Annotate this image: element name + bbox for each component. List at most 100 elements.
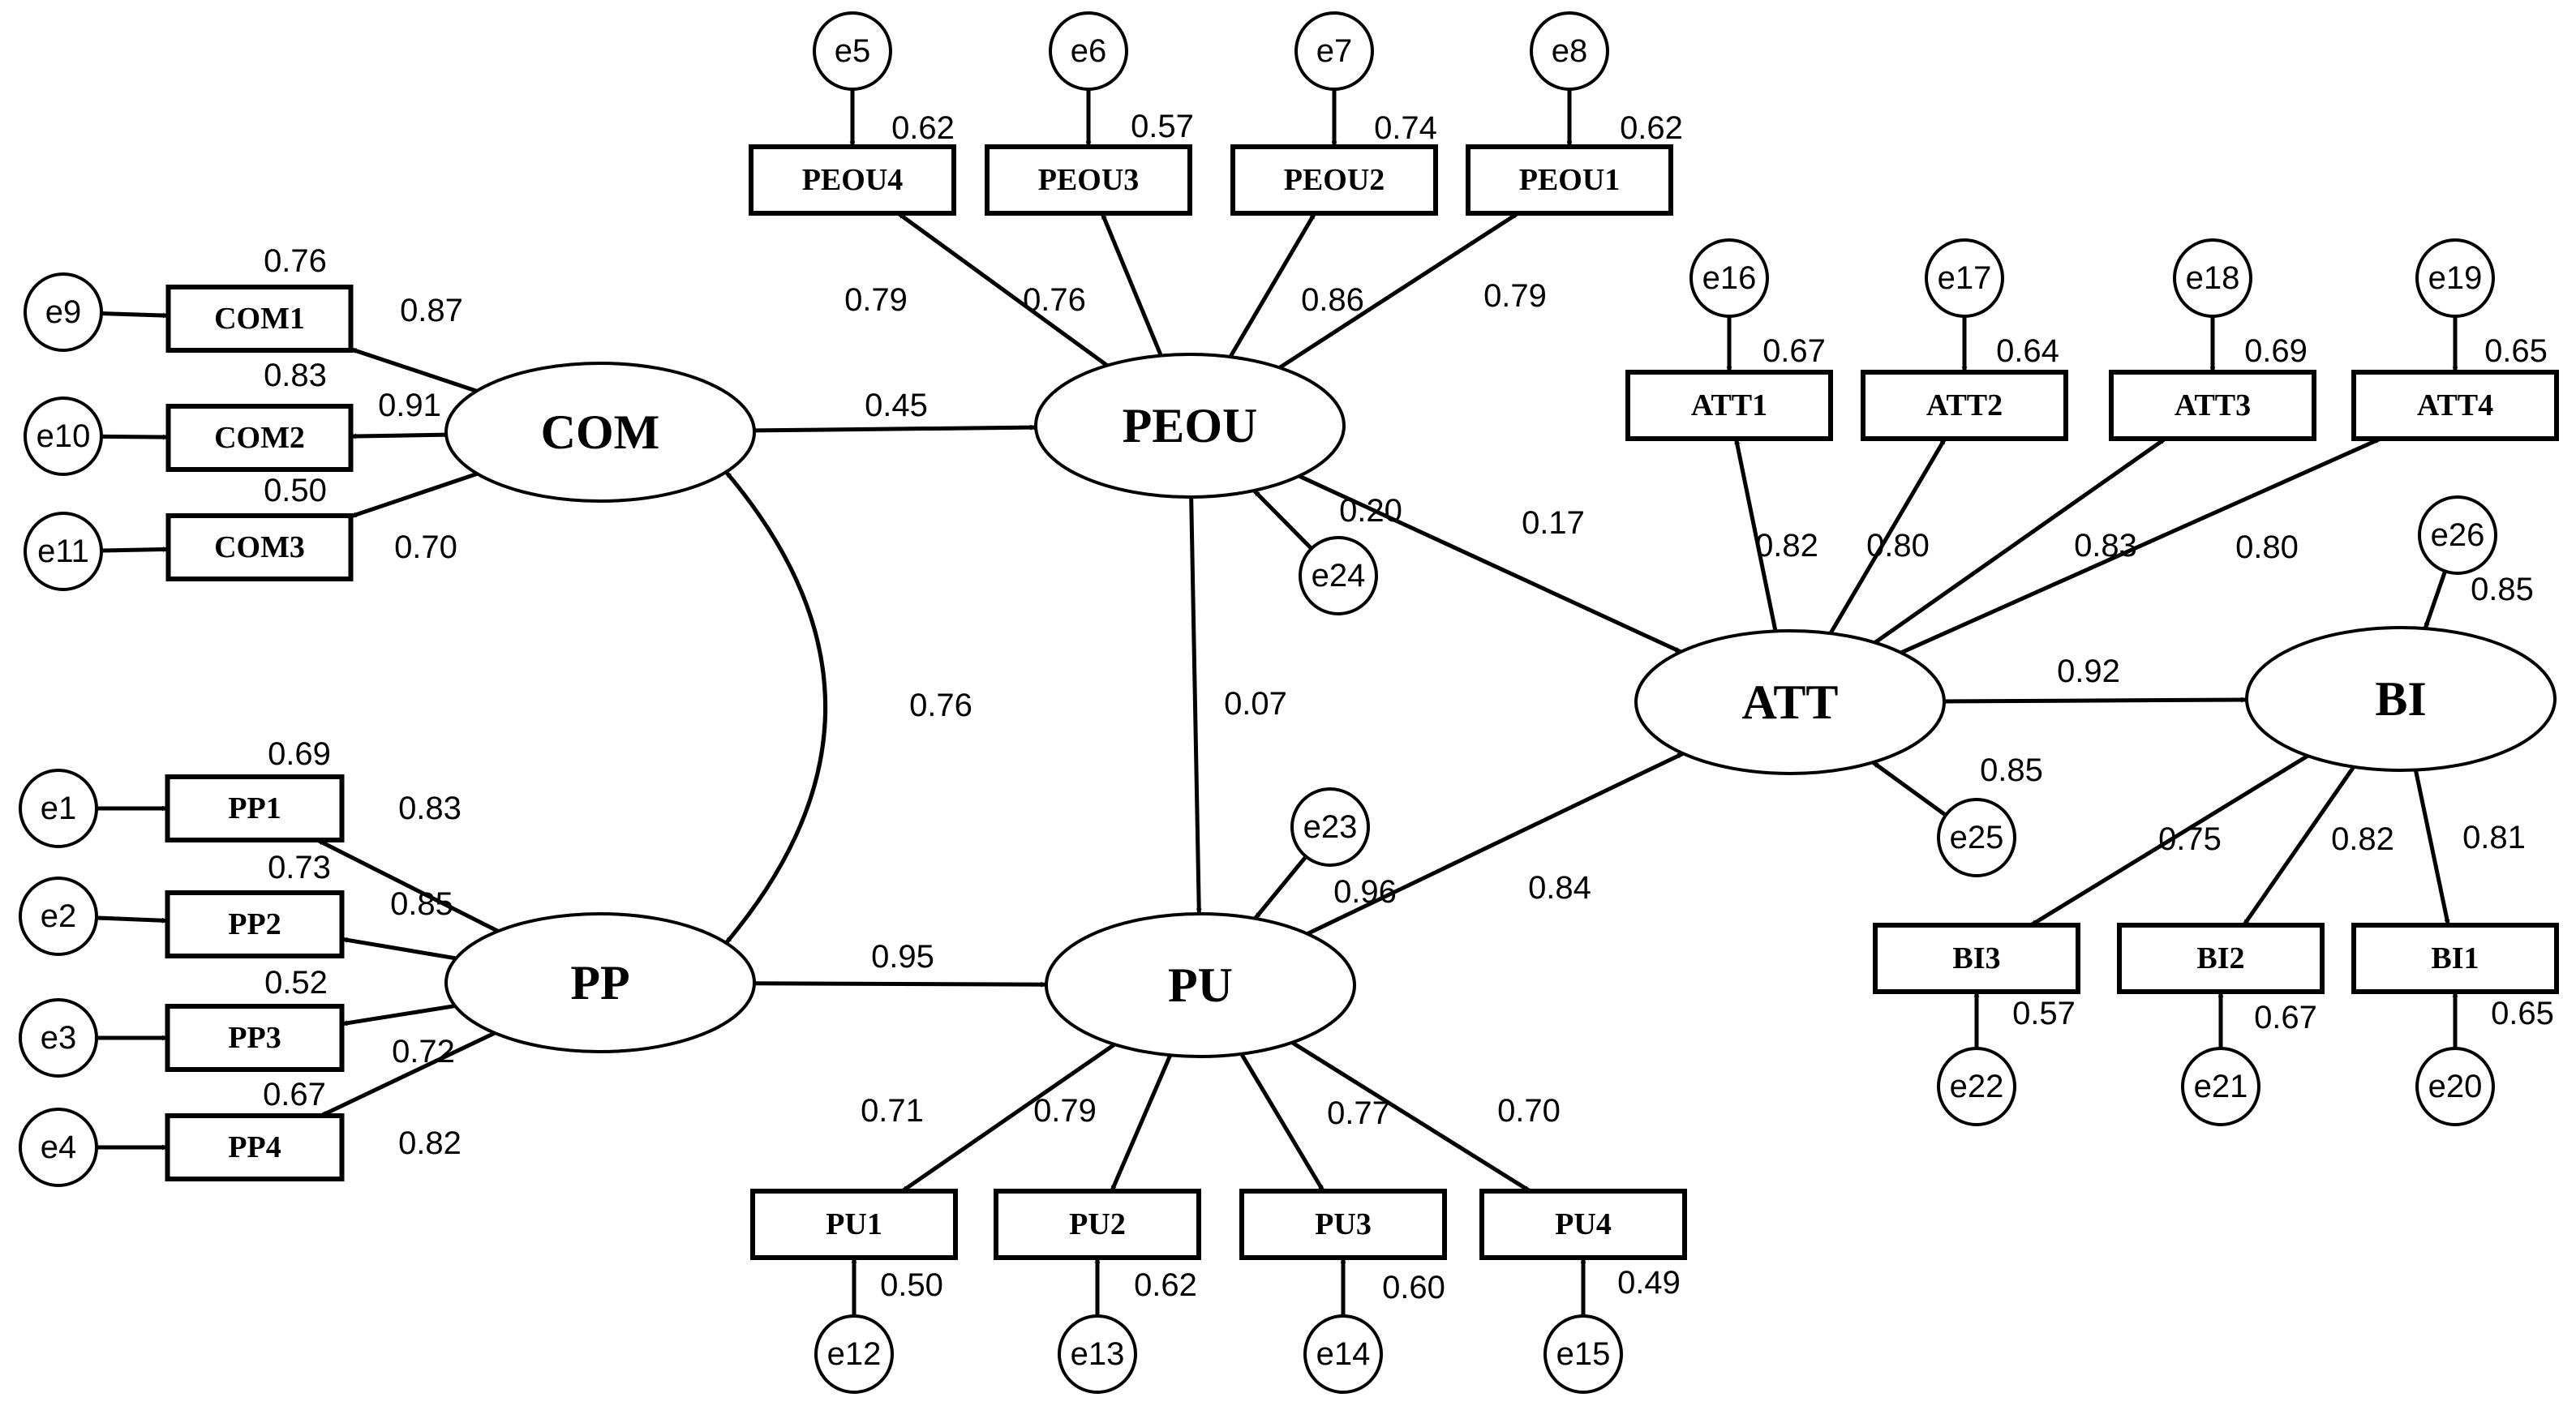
- indicator-pp3-box: [165, 1004, 345, 1072]
- loading-value-bi2: 0.82: [2331, 821, 2394, 857]
- indicator-peou3-box: [985, 144, 1192, 216]
- error-e16-circle: [1689, 238, 1769, 318]
- error-e5-label: e5: [835, 33, 871, 69]
- path-arrow-com-to-peou: [753, 424, 1037, 433]
- loading-value-peou1: 0.79: [1483, 278, 1547, 314]
- disturbance-arrow-e23: [1253, 855, 1308, 920]
- indicator-com3-label: COM3: [214, 530, 305, 564]
- loading-value-pp3: 0.72: [392, 1034, 455, 1070]
- latent-peou-ellipse: [1034, 353, 1346, 499]
- disturbance-r2-e25: 0.85: [1980, 752, 2043, 788]
- path-coef-pu-to-att: 0.84: [1528, 870, 1591, 906]
- disturbance-r2-e24: 0.20: [1339, 493, 1402, 529]
- error-e2-label: e2: [41, 898, 77, 934]
- loading-arrow-bi2: [2242, 765, 2355, 927]
- path-arrow-peou-to-att: [1298, 474, 1682, 654]
- loading-arrow-com2: [350, 432, 447, 439]
- error-e15-circle: [1543, 1314, 1623, 1394]
- indicator-com1-box: [165, 285, 354, 353]
- loading-arrow-bi1: [2413, 769, 2450, 926]
- indicator-pu1-box: [750, 1189, 958, 1260]
- indicator-bi2-label: BI2: [2196, 941, 2244, 975]
- disturbance-r2-e26: 0.85: [2471, 572, 2534, 607]
- loading-value-pu2: 0.79: [1033, 1093, 1097, 1129]
- disturbance-arrow-e26: [2423, 570, 2447, 629]
- indicator-peou3-label: PEOU3: [1038, 163, 1140, 197]
- path-coef-com-to-peou: 0.45: [865, 388, 928, 423]
- error-e4-circle: [19, 1108, 98, 1187]
- loading-value-pp2: 0.85: [390, 886, 453, 922]
- loading-value-att1: 0.82: [1755, 528, 1818, 564]
- r2-value-com1: 0.76: [264, 243, 327, 279]
- indicator-att4-box: [2351, 370, 2559, 441]
- loading-value-pu1: 0.71: [861, 1093, 924, 1129]
- indicator-bi3-label: BI3: [1952, 941, 2000, 975]
- error-e8-label: e8: [1552, 33, 1588, 69]
- error-e3-label: e3: [41, 1020, 77, 1056]
- error-e9-circle: [24, 272, 103, 352]
- loading-value-att3: 0.83: [2074, 528, 2137, 564]
- indicator-peou1-box: [1466, 144, 1673, 216]
- latent-pu-ellipse: [1045, 912, 1356, 1058]
- loading-arrow-pp4: [320, 1031, 496, 1118]
- latent-bi-ellipse: [2245, 626, 2557, 772]
- error-e20-label: e20: [2428, 1069, 2483, 1104]
- error-e9-label: e9: [45, 294, 82, 330]
- r2-value-peou3: 0.57: [1131, 109, 1194, 144]
- disturbance-e25-circle: [1937, 798, 2016, 877]
- indicator-pp3-label: PP3: [228, 1021, 281, 1055]
- disturbance-e26-label: e26: [2431, 517, 2485, 553]
- error-e19-circle: [2415, 238, 2495, 318]
- indicator-pu3-box: [1239, 1189, 1447, 1260]
- loading-arrow-pu3: [1239, 1052, 1325, 1193]
- latent-pp-ellipse: [444, 912, 756, 1053]
- indicator-att3-label: ATT3: [2175, 388, 2251, 422]
- loading-arrow-peou2: [1228, 212, 1317, 358]
- indicator-att4-label: ATT4: [2417, 388, 2493, 422]
- disturbance-r2-e23: 0.96: [1333, 874, 1397, 910]
- disturbance-e24-circle: [1299, 536, 1378, 615]
- error-e10-circle: [24, 397, 103, 476]
- loading-value-bi1: 0.81: [2462, 820, 2526, 855]
- loading-value-pu3: 0.77: [1327, 1095, 1390, 1131]
- error-e19-label: e19: [2428, 260, 2483, 296]
- loading-arrow-pp1: [316, 838, 500, 933]
- indicator-att1-label: ATT1: [1691, 388, 1767, 422]
- error-e4-label: e4: [41, 1130, 77, 1165]
- error-arrow-e2: [96, 915, 168, 924]
- latent-pp-label: PP: [570, 956, 629, 1009]
- r2-value-pu3: 0.60: [1382, 1270, 1445, 1305]
- disturbance-e25-label: e25: [1950, 820, 2004, 855]
- latent-att-ellipse: [1634, 629, 1946, 775]
- loading-arrow-att1: [1733, 438, 1778, 632]
- indicator-com2-label: COM2: [214, 421, 305, 455]
- indicator-pp2-box: [165, 890, 345, 958]
- r2-value-pp4: 0.67: [263, 1077, 326, 1112]
- indicator-com2-box: [165, 404, 354, 472]
- r2-value-peou1: 0.62: [1620, 110, 1683, 146]
- error-e18-label: e18: [2186, 260, 2240, 296]
- loading-arrow-peou3: [1100, 212, 1163, 357]
- indicator-bi3-box: [1873, 923, 2080, 994]
- indicator-bi2-box: [2117, 923, 2325, 994]
- indicator-pp1-box: [165, 774, 345, 842]
- path-coef-att-to-bi: 0.92: [2057, 654, 2120, 689]
- covariance-coef-com-pp: 0.76: [909, 688, 972, 723]
- latent-com-label: COM: [541, 405, 660, 459]
- indicator-pu4-label: PU4: [1555, 1207, 1612, 1241]
- path-arrow-pu-to-att: [1306, 752, 1685, 936]
- loading-arrow-com3: [350, 471, 479, 519]
- loading-value-att4: 0.80: [2235, 529, 2299, 565]
- error-e7-label: e7: [1316, 33, 1353, 69]
- indicator-peou4-label: PEOU4: [802, 163, 904, 197]
- indicator-att1-box: [1625, 370, 1833, 441]
- error-e2-circle: [19, 877, 98, 956]
- error-e12-label: e12: [827, 1336, 882, 1372]
- path-coef-peou-to-att: 0.17: [1522, 505, 1585, 541]
- disturbance-e26-circle: [2418, 495, 2497, 575]
- r2-value-att4: 0.65: [2484, 333, 2548, 369]
- indicator-bi1-box: [2351, 923, 2559, 994]
- path-coef-pp-to-pu: 0.95: [871, 939, 934, 975]
- indicator-peou4-box: [749, 144, 956, 216]
- error-e11-circle: [24, 512, 103, 591]
